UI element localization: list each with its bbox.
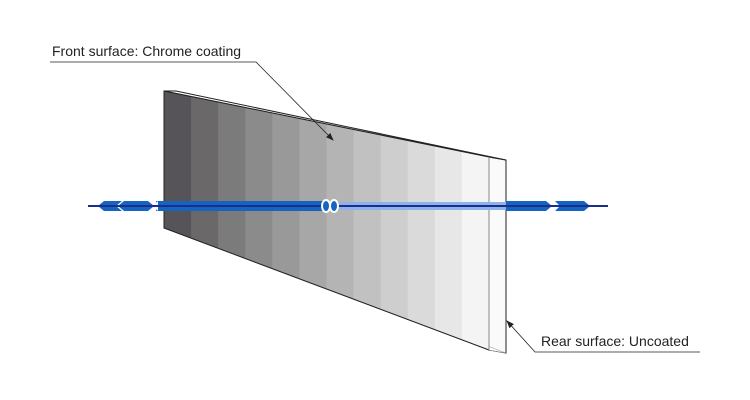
front-surface-label: Front surface: Chrome coating [52, 43, 241, 59]
rear-surface-leader [506, 320, 700, 353]
light-beam [88, 199, 608, 213]
mirror-side-face [488, 156, 507, 354]
rear-surface-label: Rear surface: Uncoated [541, 333, 689, 349]
coating-stripe [326, 124, 355, 300]
coating-stripe [164, 91, 192, 239]
coating-stripe [380, 135, 409, 320]
front-surface-leader [50, 61, 334, 141]
reflection-point-icon [321, 199, 331, 213]
coating-stripe [407, 140, 436, 330]
coating-stripe [434, 146, 463, 341]
coating-stripe [245, 107, 273, 269]
coating-stripe [461, 151, 490, 351]
coating-stripe [191, 96, 219, 249]
coating-stripe [272, 113, 300, 280]
coating-stripe [353, 129, 382, 310]
coating-stripe [218, 102, 246, 259]
chrome-coating-gradient [164, 91, 490, 351]
